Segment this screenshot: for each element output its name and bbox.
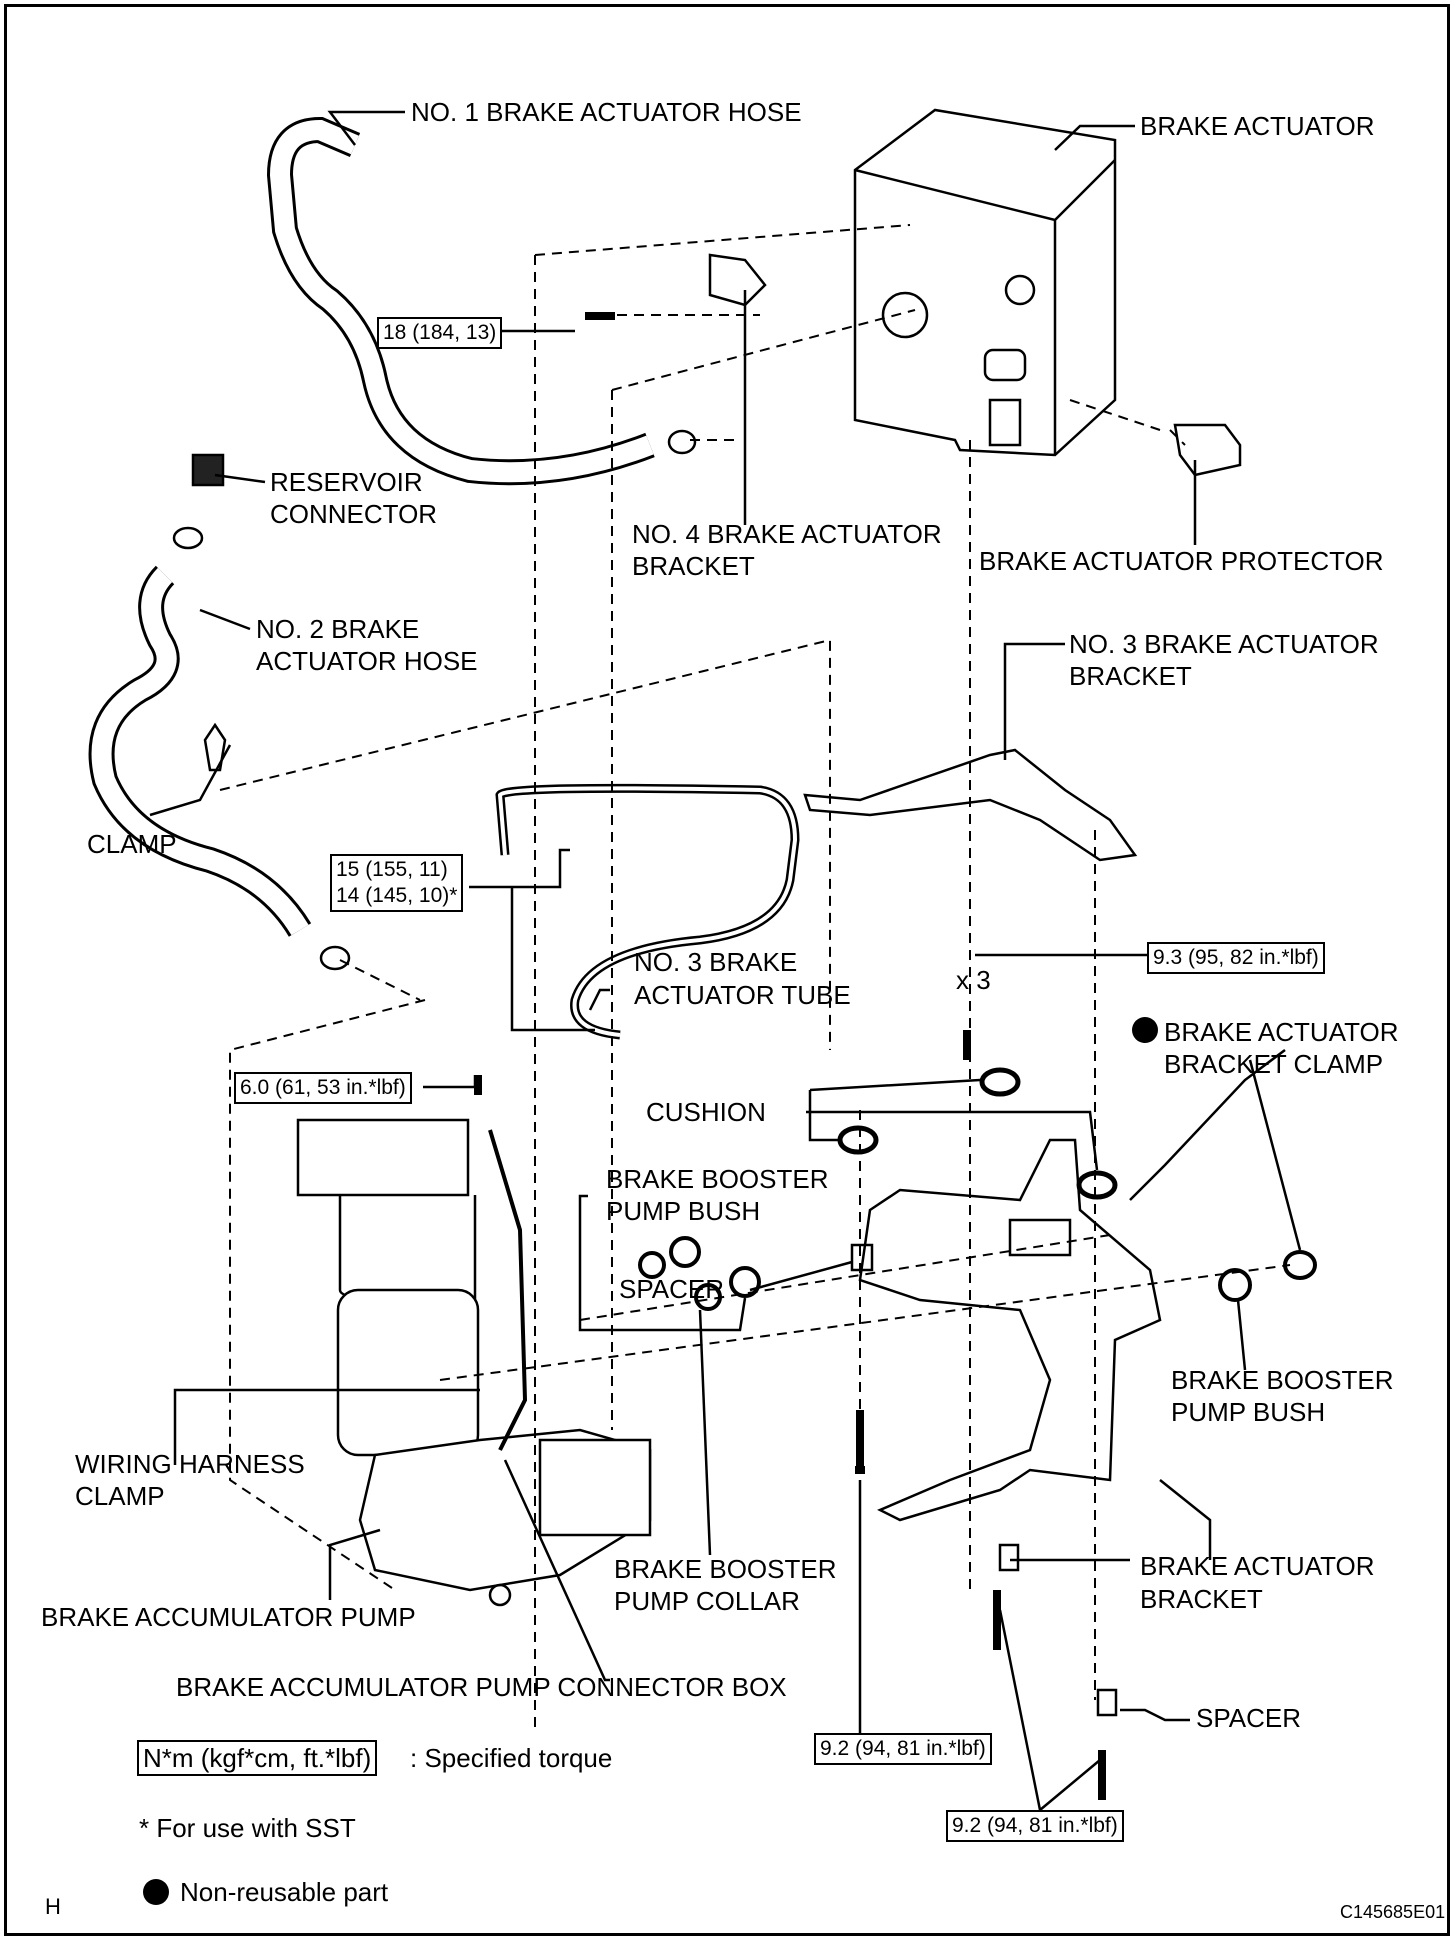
wiring-harness [488, 1129, 528, 1451]
label-pump-bush-left-line2: PUMP BUSH [606, 1196, 761, 1226]
label-spacer-lower: SPACER [1196, 1703, 1301, 1733]
non-reusable-mark-icon [1132, 1017, 1158, 1043]
non-reusable-legend-icon [143, 1879, 169, 1905]
label-clamp: CLAMP [87, 829, 177, 859]
corner-letter: H [45, 1894, 61, 1919]
torque-box-6-0: 6.0 (61, 53 in.*lbf) [234, 1072, 412, 1104]
no4-bracket-part [708, 253, 767, 307]
diagram-frame [4, 4, 1450, 1936]
torque-box-15-14: 15 (155, 11) 14 (145, 10)* [330, 854, 464, 912]
label-no2-hose-line2: ACTUATOR HOSE [256, 646, 478, 676]
label-harness-clamp-line2: CLAMP [75, 1481, 165, 1511]
spacer-part [850, 1243, 874, 1272]
clamp-part [203, 722, 227, 772]
cushion-part [1076, 1170, 1118, 1200]
label-no4-bracket-line1: NO. 4 BRAKE ACTUATOR [632, 519, 942, 549]
label-pump-collar-line1: BRAKE BOOSTER [614, 1554, 837, 1584]
label-brake-actuator-protector: BRAKE ACTUATOR PROTECTOR [979, 546, 1384, 576]
label-pump-bush-right-line1: BRAKE BOOSTER [1171, 1365, 1394, 1395]
legend-non-reusable: Non-reusable part [180, 1877, 389, 1907]
pump-bush-right-part [1218, 1268, 1252, 1302]
label-harness-clamp-line1: WIRING HARNESS [75, 1449, 305, 1479]
label-no1-brake-actuator-hose: NO. 1 BRAKE ACTUATOR HOSE [411, 97, 802, 127]
label-pump-collar-line2: PUMP COLLAR [614, 1586, 800, 1616]
label-no4-bracket-line2: BRACKET [632, 551, 755, 581]
reservoir-connector [191, 453, 225, 487]
brake-accumulator-pump-part [296, 1118, 652, 1607]
legend-torque-desc: : Specified torque [410, 1743, 613, 1773]
label-pump-bush-right-line2: PUMP BUSH [1171, 1397, 1326, 1427]
label-no2-hose-line1: NO. 2 BRAKE [256, 614, 420, 644]
label-reservoir-connector-line2: CONNECTOR [270, 499, 438, 529]
label-reservoir-connector-line1: RESERVOIR [270, 467, 423, 497]
legend-torque-box: N*m (kgf*cm, ft.*lbf) [137, 1740, 378, 1776]
label-quantity-x3: x 3 [956, 965, 991, 995]
label-actuator-bracket-line1: BRAKE ACTUATOR [1140, 1551, 1375, 1581]
label-pump-bush-left-line1: BRAKE BOOSTER [606, 1164, 829, 1194]
brake-actuator-protector [1173, 423, 1242, 477]
torque-15: 15 (155, 11) [336, 858, 448, 881]
brake-actuator-unit [853, 108, 1117, 457]
label-no3-tube-line2: ACTUATOR TUBE [634, 980, 851, 1010]
torque-14-sst: 14 (145, 10)* [336, 884, 458, 907]
label-cushion: CUSHION [646, 1097, 766, 1127]
label-bracket-clamp-line2: BRACKET CLAMP [1164, 1049, 1384, 1079]
label-no3-bracket-line2: BRACKET [1069, 661, 1192, 691]
label-spacer-upper: SPACER [619, 1274, 724, 1304]
label-accumulator-pump: BRAKE ACCUMULATOR PUMP [41, 1602, 416, 1632]
hose-clip [319, 945, 351, 971]
torque-box-9-3: 9.3 (95, 82 in.*lbf) [1147, 942, 1325, 974]
no1-brake-actuator-hose [266, 116, 655, 486]
torque-box-18: 18 (184, 13) [377, 317, 503, 349]
label-no3-bracket-line1: NO. 3 BRAKE ACTUATOR [1069, 629, 1379, 659]
brake-actuator-bracket-part [858, 1138, 1162, 1522]
figure-code: C145685E01 [1340, 1902, 1446, 1922]
label-brake-actuator: BRAKE ACTUATOR [1140, 111, 1375, 141]
cushion-part [837, 1125, 879, 1155]
hose-clip [172, 526, 204, 550]
label-bracket-clamp-line1: BRAKE ACTUATOR [1164, 1017, 1399, 1047]
torque-box-9-2-right: 9.2 (94, 81 in.*lbf) [946, 1810, 1124, 1842]
torque-box-9-2-left: 9.2 (94, 81 in.*lbf) [814, 1733, 992, 1765]
hose-clip [667, 429, 697, 455]
label-no3-tube-line1: NO. 3 BRAKE [634, 947, 798, 977]
legend-sst-note: * For use with SST [139, 1813, 356, 1843]
cushion-part [979, 1067, 1021, 1097]
label-actuator-bracket-line2: BRACKET [1140, 1584, 1263, 1614]
label-connector-box: BRAKE ACCUMULATOR PUMP CONNECTOR BOX [176, 1672, 787, 1702]
no2-brake-actuator-hose [88, 565, 312, 937]
